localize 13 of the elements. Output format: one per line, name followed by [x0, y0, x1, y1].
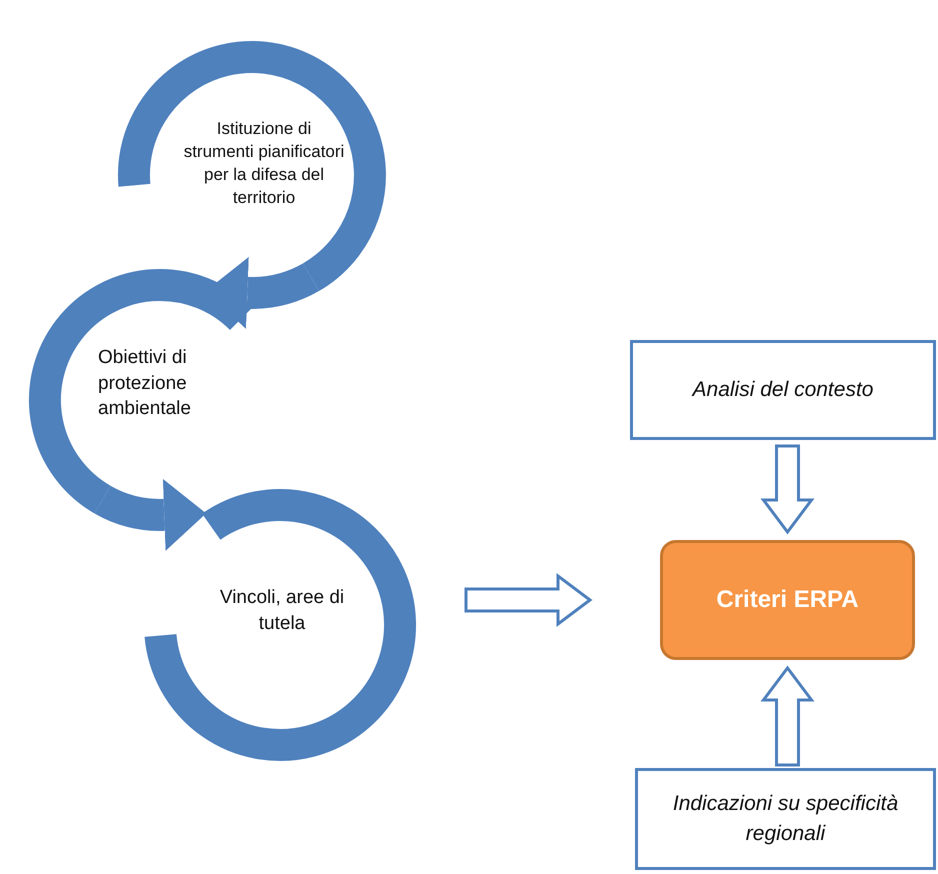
arrow	[760, 666, 814, 766]
input-text: Indicazioni su specificità regionali	[672, 790, 900, 847]
arrow	[464, 573, 592, 627]
arrow	[95, 478, 206, 551]
input-box	[635, 768, 936, 870]
result-title: Criteri ERPA	[716, 586, 859, 614]
step-text: Istituzione di strumenti pianificatori per la difesa del territorio	[182, 118, 346, 209]
step-text: Vincoli, aree di tutela	[218, 586, 346, 636]
input-box	[630, 340, 936, 440]
step-text: Obiettivi di protezione ambientale	[98, 346, 192, 422]
result-box	[660, 540, 915, 660]
input-text: Analisi del contesto	[690, 376, 874, 403]
arrow	[760, 444, 814, 534]
